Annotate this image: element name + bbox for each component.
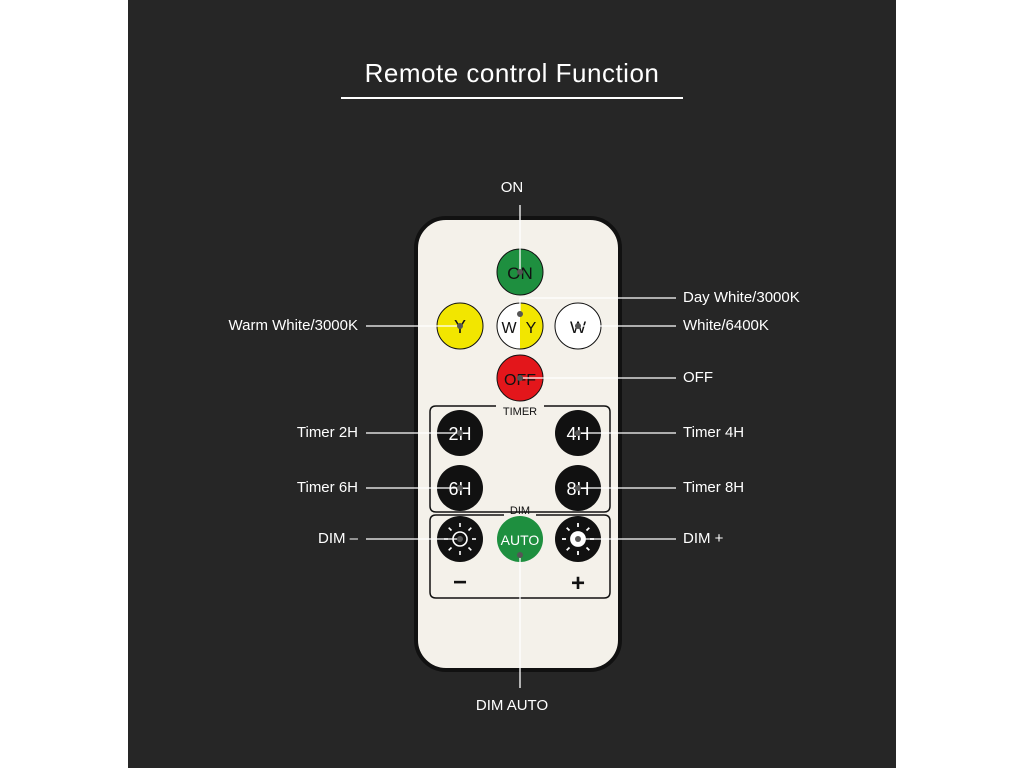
page-title: Remote control Function (364, 58, 660, 88)
title-underline (341, 97, 683, 99)
callout-dim-plus: DIM + (683, 530, 724, 547)
callout-dot-timer-8h (575, 485, 581, 491)
timer-group: TIMER (429, 405, 611, 513)
day-white-y-label: Y (526, 320, 537, 337)
callout-dot-on (517, 269, 523, 275)
callout-dot-day-white (517, 311, 523, 317)
callout-timer-8h: Timer 8H (683, 479, 745, 496)
dim-auto-label: AUTO (501, 532, 540, 548)
callout-dot-timer-6h (457, 485, 463, 491)
callout-dot-timer-4h (575, 430, 581, 436)
callout-day-white: Day White/3000K (683, 289, 800, 306)
callout-timer-4h: Timer 4H (683, 424, 745, 441)
callout-off: OFF (683, 369, 713, 386)
callout-dot-dim-plus (575, 536, 581, 542)
callout-dim-minus: DIM – (317, 530, 358, 547)
callout-dot-warm-white (457, 323, 463, 329)
dim-minus-sign: − (453, 569, 467, 596)
callout-dot-white (575, 323, 581, 329)
callout-timer-2h: Timer 2H (296, 424, 358, 441)
dim-plus-sign: + (571, 570, 585, 597)
callout-dot-dim-auto (517, 552, 523, 558)
callout-white: White/6400K (683, 317, 769, 334)
callout-warm-white: Warm White/3000K (228, 317, 359, 334)
callout-timer-6h: Timer 6H (296, 479, 358, 496)
sun-outline-icon (444, 523, 476, 555)
callout-dim-auto: DIM AUTO (475, 697, 549, 714)
callout-dot-timer-2h (457, 430, 463, 436)
callout-dot-dim-minus (457, 536, 463, 542)
day-white-w-label: W (501, 320, 517, 337)
callout-on: ON (500, 179, 524, 196)
callout-line-day-white (519, 297, 676, 314)
dim-group-label: DIM (510, 505, 530, 517)
dim-auto-button[interactable]: AUTO (497, 516, 543, 562)
callout-dot-off (517, 375, 523, 381)
timer-group-label: TIMER (503, 406, 537, 418)
callout-lines (366, 205, 676, 688)
